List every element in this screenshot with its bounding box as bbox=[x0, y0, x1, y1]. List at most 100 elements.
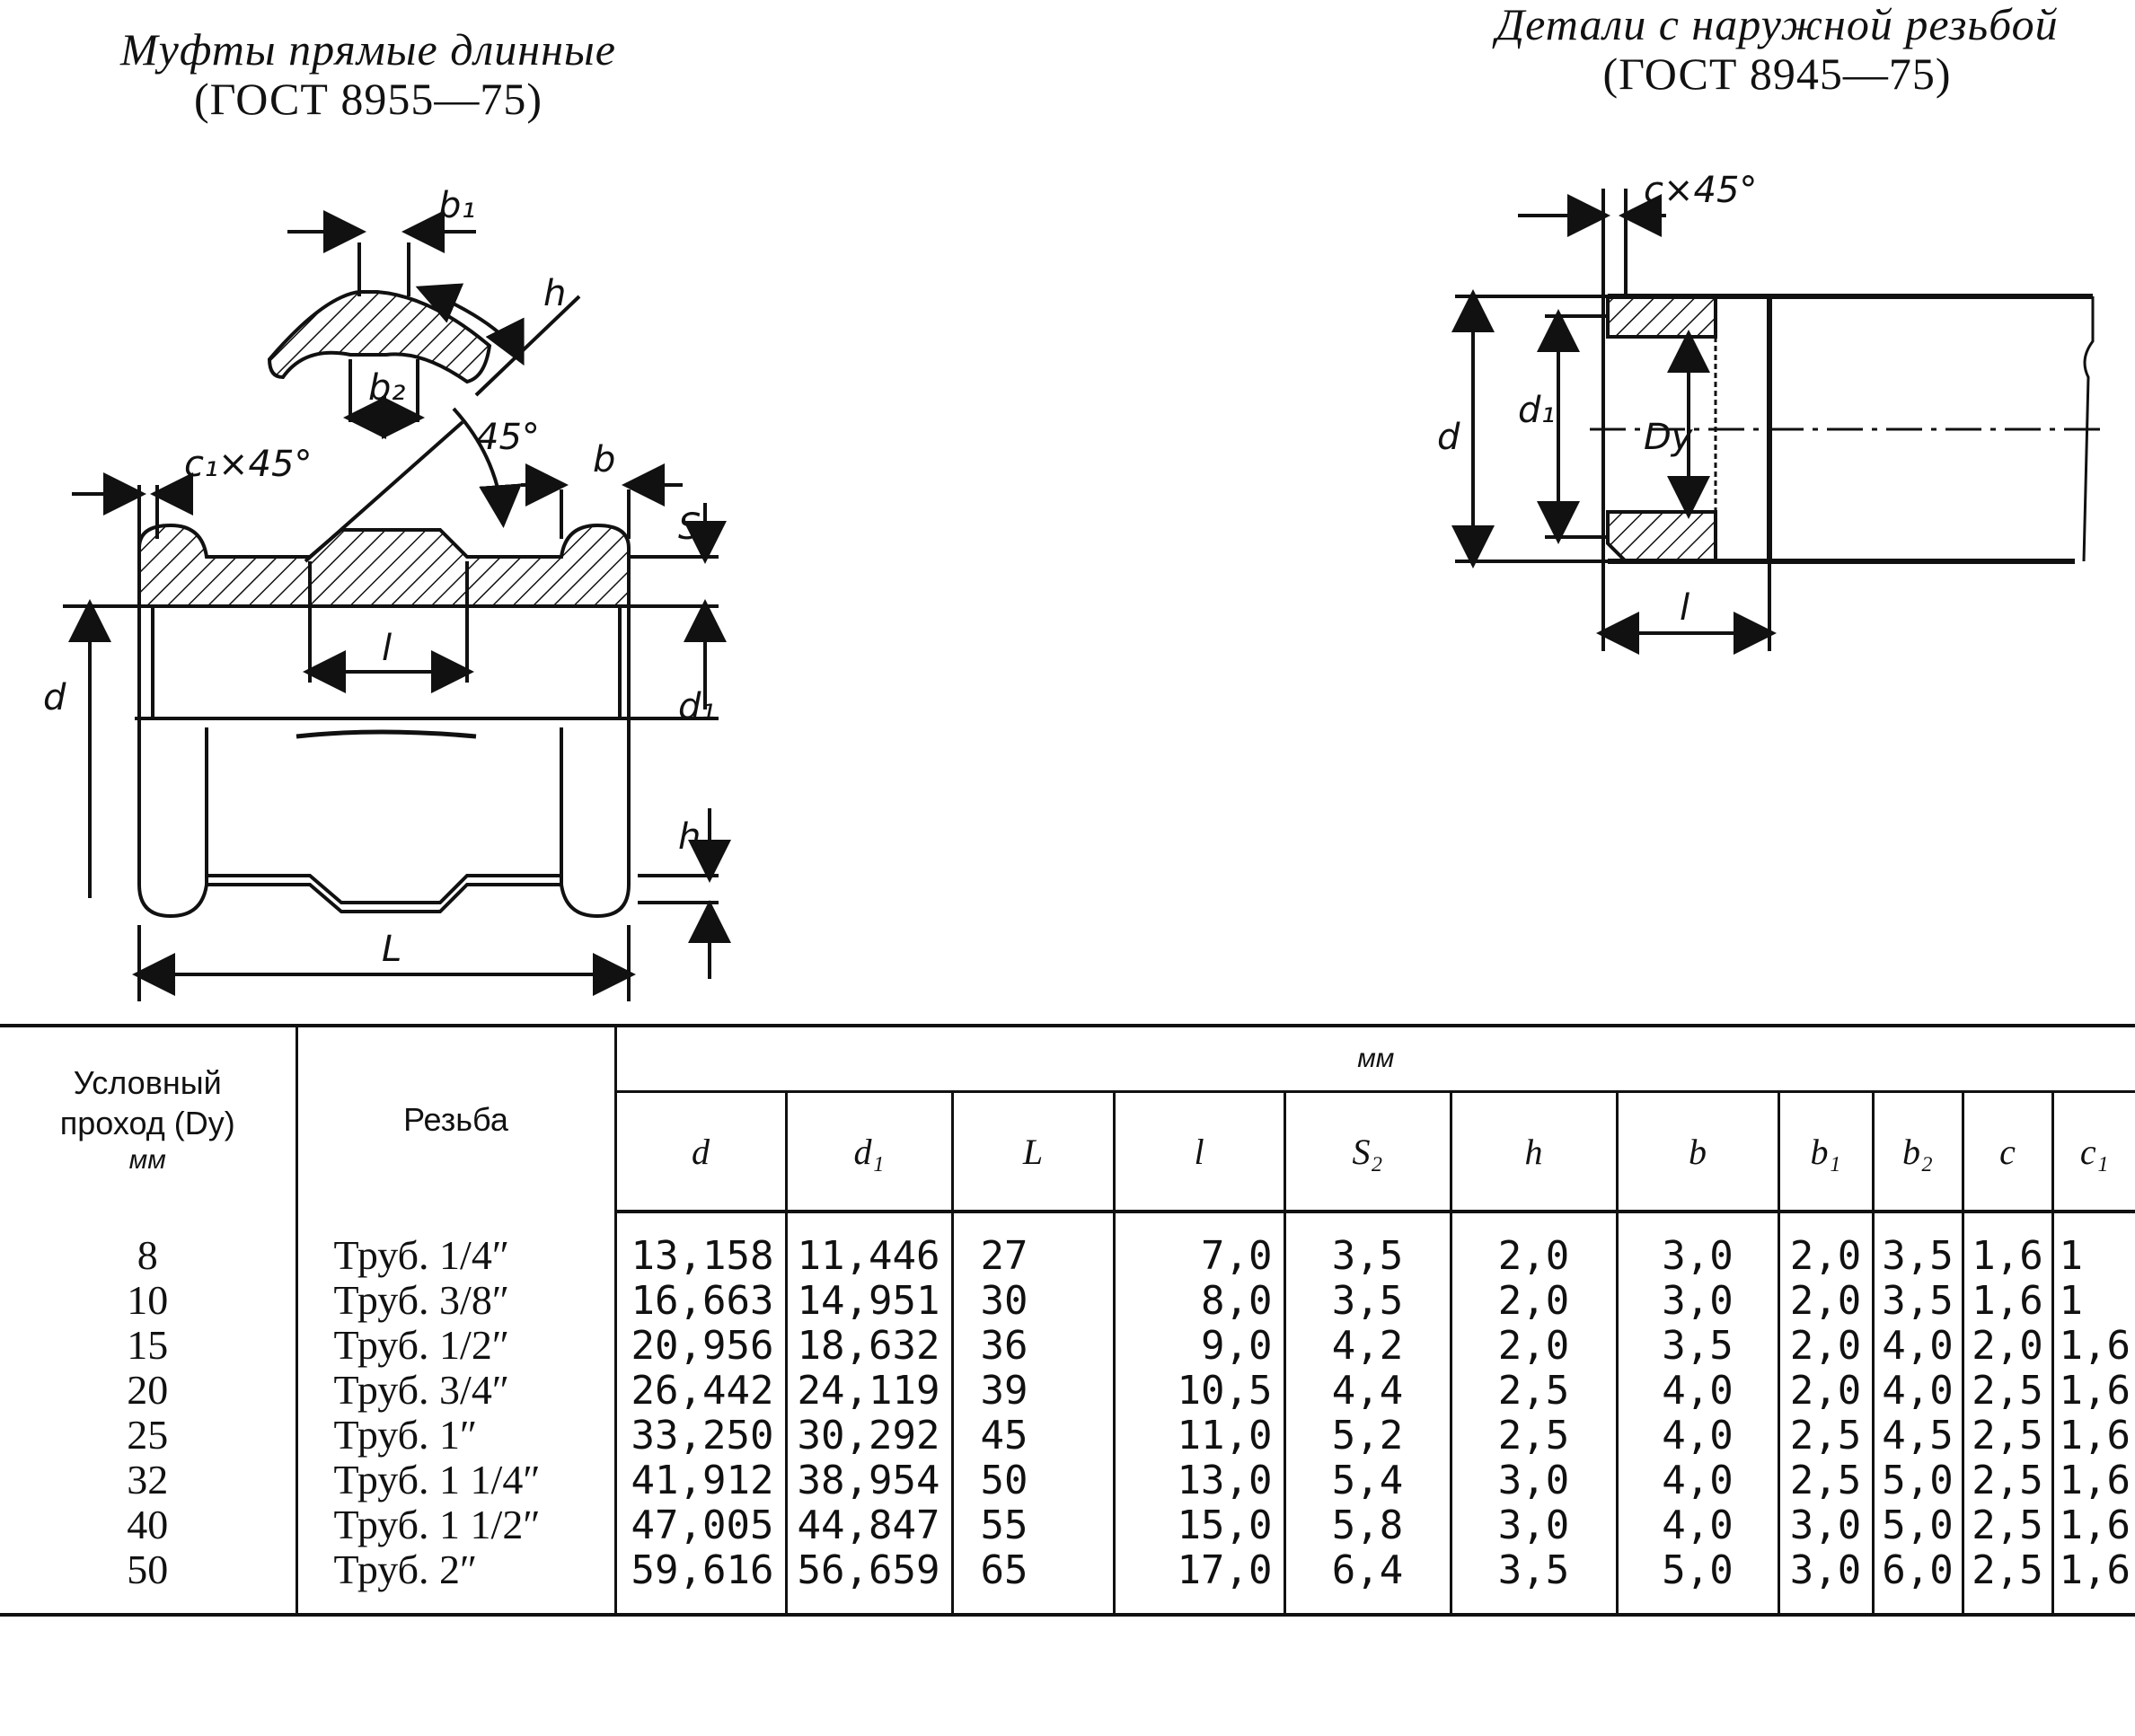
cell-h: 2,5 bbox=[1497, 1367, 1570, 1414]
cell-d: 47,005 bbox=[631, 1502, 774, 1548]
threaded-part-dimension-labels: c×45° d d₁ Dy l bbox=[1437, 170, 1757, 629]
label-b1: b₁ bbox=[438, 185, 475, 226]
label-h-side: h bbox=[678, 816, 701, 858]
cell-b2: 5,0 bbox=[1882, 1457, 1954, 1503]
cell-d: 59,616 bbox=[631, 1547, 774, 1593]
cell-thread: Труб. 1″ bbox=[333, 1411, 478, 1458]
label-l-right: l bbox=[1680, 587, 1689, 629]
cell-d1: 14,951 bbox=[797, 1277, 940, 1324]
label-dy: Dy bbox=[1644, 417, 1694, 458]
cell-passage: 25 bbox=[127, 1411, 169, 1458]
header-unit: мм bbox=[613, 1024, 2135, 1093]
cell-b: 3,5 bbox=[1662, 1322, 1734, 1369]
label-s2: S₂ bbox=[678, 507, 715, 548]
header-col-c: c bbox=[1961, 1091, 2052, 1213]
header-col-b2: b₂ bbox=[1871, 1091, 1963, 1213]
cell-passage: 40 bbox=[127, 1501, 169, 1547]
cell-b: 3,0 bbox=[1662, 1232, 1734, 1279]
cell-d: 33,250 bbox=[631, 1412, 774, 1458]
cell-passage: 50 bbox=[127, 1546, 169, 1592]
cell-b1: 2,0 bbox=[1789, 1367, 1862, 1414]
cell-b1: 3,0 bbox=[1789, 1502, 1862, 1548]
cell-L: 55 bbox=[980, 1502, 1028, 1548]
cell-thread: Труб. 1 1/4″ bbox=[333, 1456, 541, 1502]
label-b: b bbox=[593, 439, 615, 480]
cell-b: 4,0 bbox=[1662, 1412, 1734, 1458]
header-passage: Условный проход (Dy) мм bbox=[0, 1024, 296, 1212]
coupling-dimension-labels: b₁ h b₂ c₁×45° 45° b S₂ l d d₁ h L bbox=[43, 185, 715, 970]
header-col-c1: c₁ bbox=[2051, 1091, 2135, 1213]
cell-passage: 8 bbox=[137, 1231, 158, 1278]
cell-thread: Труб. 1/2″ bbox=[333, 1321, 509, 1368]
label-d1-right: d₁ bbox=[1518, 390, 1555, 431]
cell-l: 7,0 bbox=[1201, 1232, 1273, 1279]
cell-d: 26,442 bbox=[631, 1367, 774, 1414]
header-thread: Резьба bbox=[295, 1024, 615, 1212]
cell-s2: 5,4 bbox=[1331, 1457, 1404, 1503]
cell-c1: 1,6 bbox=[2059, 1547, 2131, 1593]
left-title-line2: (ГОСТ 8955—75) bbox=[193, 74, 543, 124]
cell-d1: 38,954 bbox=[797, 1457, 940, 1503]
header-col-L: L bbox=[950, 1091, 1114, 1213]
cell-c1: 1,6 bbox=[2059, 1367, 2131, 1414]
cell-thread: Труб. 1 1/2″ bbox=[333, 1501, 541, 1547]
header-col-l: l bbox=[1112, 1091, 1284, 1213]
cell-d1: 24,119 bbox=[797, 1367, 940, 1414]
cell-h: 2,0 bbox=[1497, 1232, 1570, 1279]
label-l-left: l bbox=[382, 628, 392, 669]
cell-b: 5,0 bbox=[1662, 1547, 1734, 1593]
label-d1-left: d₁ bbox=[678, 686, 715, 727]
right-title-line2: (ГОСТ 8945—75) bbox=[1602, 48, 1952, 99]
label-L: L bbox=[382, 929, 401, 970]
cell-c1: 1 bbox=[2059, 1277, 2084, 1324]
cell-l: 10,5 bbox=[1177, 1367, 1273, 1414]
cell-c: 2,5 bbox=[1972, 1457, 2043, 1503]
header-passage-line1: Условный bbox=[73, 1063, 222, 1101]
cell-d1: 44,847 bbox=[797, 1502, 940, 1548]
cell-c: 2,5 bbox=[1972, 1547, 2043, 1593]
header-col-s2: S₂ bbox=[1283, 1091, 1451, 1213]
cell-thread: Труб. 3/4″ bbox=[333, 1366, 509, 1413]
cell-c1: 1,6 bbox=[2059, 1502, 2131, 1548]
cell-s2: 3,5 bbox=[1331, 1277, 1404, 1324]
cell-c: 2,0 bbox=[1972, 1322, 2043, 1369]
cell-thread: Труб. 2″ bbox=[333, 1546, 478, 1592]
cell-b1: 2,0 bbox=[1789, 1322, 1862, 1369]
cell-d: 16,663 bbox=[631, 1277, 774, 1324]
cell-d1: 18,632 bbox=[797, 1322, 940, 1369]
cell-L: 30 bbox=[980, 1277, 1028, 1324]
right-figure-title: Детали с наружной резьбой (ГОСТ 8945—75) bbox=[1419, 0, 2135, 99]
cell-b: 3,0 bbox=[1662, 1277, 1734, 1324]
coupling-drawing bbox=[63, 210, 731, 1001]
cell-b2: 6,0 bbox=[1882, 1547, 1954, 1593]
cell-h: 3,0 bbox=[1497, 1502, 1570, 1548]
label-angle45: 45° bbox=[476, 417, 540, 458]
cell-b1: 2,0 bbox=[1789, 1277, 1862, 1324]
cell-c: 2,5 bbox=[1972, 1367, 2043, 1414]
cell-b: 4,0 bbox=[1662, 1367, 1734, 1414]
cell-s2: 6,4 bbox=[1331, 1547, 1404, 1593]
cell-b2: 3,5 bbox=[1882, 1232, 1954, 1279]
cell-c1: 1 bbox=[2059, 1232, 2084, 1279]
cell-L: 39 bbox=[980, 1367, 1028, 1414]
cell-h: 2,5 bbox=[1497, 1412, 1570, 1458]
cell-passage: 20 bbox=[127, 1366, 169, 1413]
cell-s2: 4,4 bbox=[1331, 1367, 1404, 1414]
cell-d: 20,956 bbox=[631, 1322, 774, 1369]
cell-b1: 3,0 bbox=[1789, 1547, 1862, 1593]
cell-thread: Труб. 3/8″ bbox=[333, 1276, 509, 1323]
header-col-d1: d₁ bbox=[784, 1091, 952, 1213]
left-title-line1: Муфты прямые длинные bbox=[120, 24, 616, 75]
cell-b2: 3,5 bbox=[1882, 1277, 1954, 1324]
label-c1x45: c₁×45° bbox=[184, 444, 312, 485]
